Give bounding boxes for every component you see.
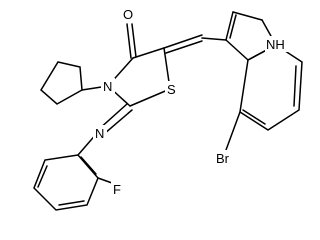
svg-text:N: N bbox=[95, 126, 104, 141]
fluorophenyl-group bbox=[33, 131, 113, 211]
indole-group bbox=[201, 11, 303, 151]
atom-label-fluorine: F bbox=[111, 181, 124, 197]
atom-label-sulfur: S bbox=[165, 81, 179, 97]
svg-text:Br: Br bbox=[216, 151, 230, 166]
methylidene-double-bond bbox=[163, 34, 203, 54]
cyclopentyl-group bbox=[40, 61, 109, 105]
svg-text:O: O bbox=[123, 7, 133, 22]
molecule-diagram: O S N N NH Br F bbox=[33, 6, 303, 211]
svg-text:F: F bbox=[113, 182, 121, 197]
svg-text:NH: NH bbox=[266, 37, 285, 52]
atom-label-ring-nitrogen: N bbox=[101, 78, 115, 94]
atom-label-bromine: Br bbox=[214, 150, 236, 166]
svg-text:S: S bbox=[167, 82, 176, 97]
atom-label-imine-nitrogen: N bbox=[93, 125, 107, 141]
carbonyl-double-bond bbox=[126, 23, 137, 59]
svg-text:N: N bbox=[103, 79, 112, 94]
atom-label-indole-nh: NH bbox=[265, 36, 289, 52]
atom-label-oxygen: O bbox=[120, 6, 136, 22]
bond-s1-c2 bbox=[129, 88, 171, 107]
structure-drawing: O S N N NH Br F bbox=[33, 6, 303, 211]
bond-c4-c5 bbox=[132, 47, 165, 59]
thiazolidinone-ring bbox=[107, 47, 171, 107]
